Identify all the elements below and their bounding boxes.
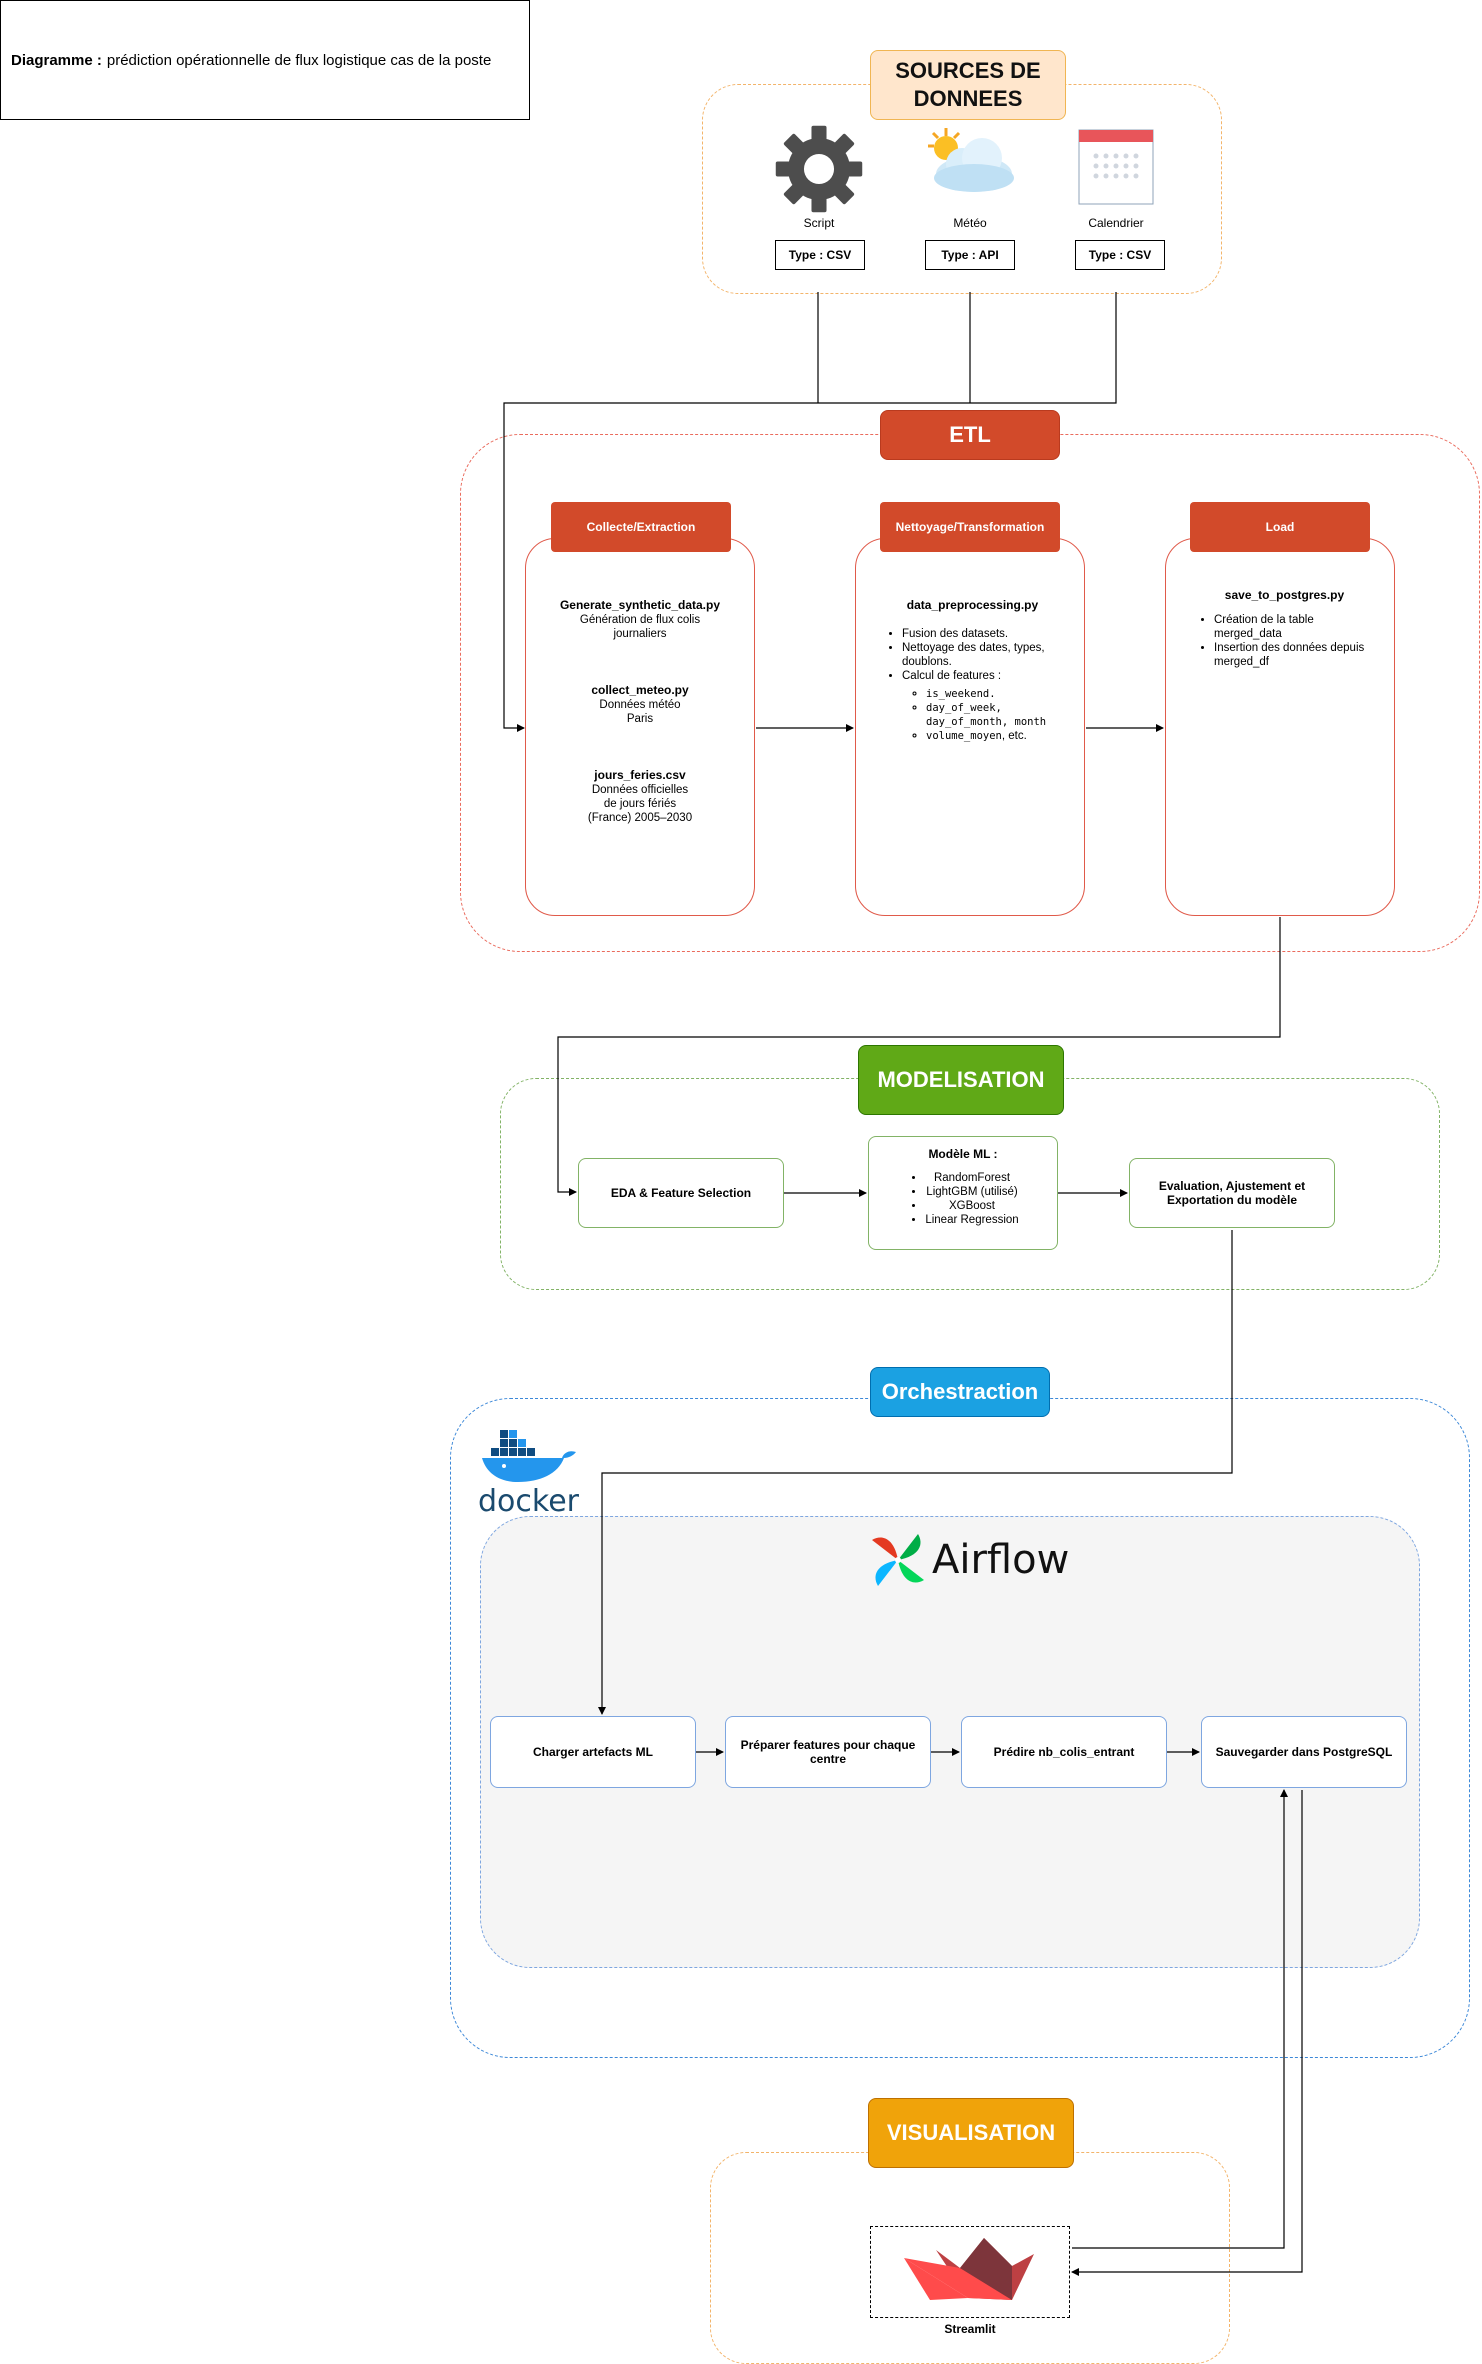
feature-3: volume_moyen [926, 730, 1002, 742]
model-item-2: LightGBM (utilisé) [925, 1185, 1018, 1199]
docker-whale-icon [482, 1430, 576, 1482]
streamlit-icon [900, 2236, 1040, 2306]
collect-desc-1: Génération de flux colis journaliers [579, 614, 701, 640]
modelisation-badge: MODELISATION [858, 1045, 1064, 1115]
docker-logo: docker [478, 1426, 579, 1517]
load-bullet-2: Insertion des données depuis merged_df [1214, 641, 1377, 669]
step-charger: Charger artefacts ML [490, 1716, 696, 1788]
sources-badge: SOURCES DE DONNEES [870, 50, 1066, 120]
model-item-3: XGBoost [925, 1199, 1018, 1213]
visualisation-badge: VISUALISATION [868, 2098, 1074, 2168]
transform-file: data_preprocessing.py [906, 598, 1039, 612]
load-card [1165, 538, 1395, 916]
eda-node: EDA & Feature Selection [578, 1158, 784, 1228]
calendar-icon [1078, 128, 1154, 206]
meteo-type-box: Type : API [925, 240, 1015, 270]
feature-3-suffix: , etc. [1001, 730, 1027, 742]
load-bullet-1: Création de la table merged_data [1214, 613, 1377, 641]
edge-eval-charger [598, 1230, 1233, 1715]
collect-file-3: jours_feries.csv [594, 768, 686, 782]
streamlit-label: Streamlit [944, 2322, 996, 2336]
edge-sauvegarder-streamlit [1071, 1790, 1303, 2276]
title-text: prédiction opérationnelle de flux logist… [106, 51, 492, 69]
calendar-label: Calendrier [1088, 216, 1144, 230]
edge-calendar-merge [503, 292, 1117, 732]
script-type-box: Type : CSV [775, 240, 865, 270]
load-content: save_to_postgres.py Création de la table… [1192, 588, 1377, 669]
step-predire: Prédire nb_colis_entrant [961, 1716, 1167, 1788]
load-header: Load [1190, 502, 1370, 552]
collect-desc-2: Données météo Paris [599, 699, 681, 725]
gear-icon [772, 122, 866, 216]
load-file: save_to_postgres.py [1224, 588, 1345, 602]
script-label: Script [803, 216, 835, 230]
collect-desc-3: Données officielles de jours fériés (Fra… [587, 784, 693, 824]
title-prefix: Diagramme : [11, 51, 102, 69]
diagram-title-box: Diagramme : prédiction opérationnelle de… [0, 0, 530, 120]
airflow-pinwheel-icon [872, 1534, 924, 1586]
feature-2: day_of_week, day_of_month, month [926, 701, 1065, 729]
transform-content: data_preprocessing.py Fusion des dataset… [880, 598, 1065, 743]
meteo-label: Météo [953, 216, 987, 230]
collect-card [525, 538, 755, 916]
collect-content: Generate_synthetic_data.py Génération de… [545, 598, 735, 825]
model-item-1: RandomForest [925, 1171, 1018, 1185]
collect-header: Collecte/Extraction [551, 502, 731, 552]
etl-badge: ETL [880, 410, 1060, 460]
docker-label: docker [478, 1484, 579, 1519]
collect-file-2: collect_meteo.py [591, 683, 689, 697]
transform-card [855, 538, 1085, 916]
weather-icon [922, 126, 1018, 200]
transform-bullet-3: Calcul de features : [902, 670, 1002, 682]
model-item-4: Linear Regression [925, 1213, 1018, 1227]
evaluation-node: Evaluation, Ajustement et Exportation du… [1129, 1158, 1335, 1228]
transform-bullet-1: Fusion des datasets. [902, 627, 1065, 641]
calendar-type-box: Type : CSV [1075, 240, 1165, 270]
airflow-label: Airflow [932, 1537, 1070, 1583]
edge-streamlit-sauvegarder [1072, 1789, 1288, 2249]
collect-file-1: Generate_synthetic_data.py [559, 598, 721, 612]
models-node: Modèle ML : RandomForest LightGBM (utili… [868, 1136, 1058, 1250]
edge-load-eda [557, 917, 1281, 1196]
models-title: Modèle ML : [928, 1147, 998, 1161]
step-preparer: Préparer features pour chaque centre [725, 1716, 931, 1788]
transform-header: Nettoyage/Transformation [880, 502, 1060, 552]
orchestration-badge: Orchestraction [870, 1367, 1050, 1417]
airflow-logo: Airflow [870, 1532, 1080, 1588]
step-sauvegarder: Sauvegarder dans PostgreSQL [1201, 1716, 1407, 1788]
transform-bullet-2: Nettoyage des dates, types, doublons. [902, 641, 1065, 669]
feature-1: is_weekend. [926, 687, 1065, 701]
